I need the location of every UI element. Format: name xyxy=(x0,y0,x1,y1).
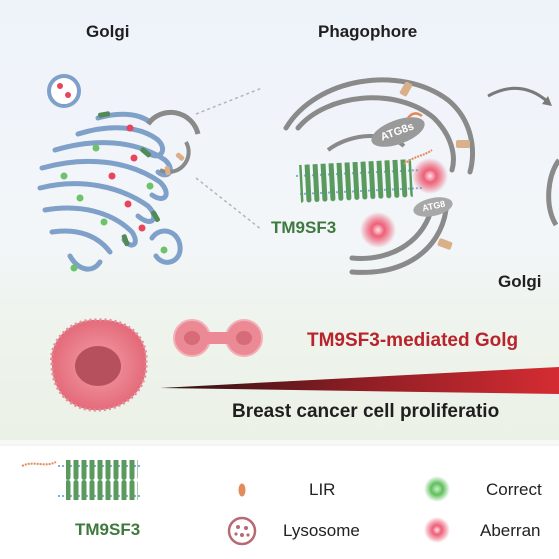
budding-vesicle xyxy=(145,109,201,176)
cancer-cell-large xyxy=(50,318,148,412)
mediated-banner-text: TM9SF3-mediated Golg xyxy=(307,330,519,351)
legend-lysosome-icon xyxy=(227,516,257,546)
legend-aberrant-icon xyxy=(424,517,450,543)
atg8-marker-small xyxy=(413,197,453,217)
golgi-title: Golgi xyxy=(86,22,130,41)
legend-correct-icon xyxy=(424,476,450,502)
proliferation-wedge xyxy=(160,367,559,394)
golgi-cargo xyxy=(60,124,168,272)
aberrant-cargo-1 xyxy=(412,158,448,194)
process-arrow xyxy=(487,86,549,104)
legend-lir-icon xyxy=(238,483,246,497)
tm9sf3-label: TM9SF3 xyxy=(271,218,337,237)
legend-aberrant-label: Aberran xyxy=(480,521,541,540)
phagophore-title: Phagophore xyxy=(318,22,418,41)
lir-pegs xyxy=(399,81,470,250)
legend-lysosome-label: Lysosome xyxy=(283,521,360,540)
dividing-cell xyxy=(173,319,263,357)
legend-tm9sf3-label: TM9SF3 xyxy=(75,520,141,539)
golgi-tm9sf3-marks xyxy=(98,111,160,247)
golgi-right-label: Golgi xyxy=(498,272,542,291)
legend-lir-label: LIR xyxy=(309,480,336,499)
golgi-vesicle-small xyxy=(47,74,81,108)
tm9sf3-helix-main xyxy=(295,149,433,203)
legend-correct-label: Correct xyxy=(486,480,542,499)
aberrant-cargo-2 xyxy=(360,212,396,248)
autophagosome-edge xyxy=(546,158,559,227)
proliferation-text: Breast cancer cell proliferatio xyxy=(232,401,500,422)
zoom-line-bottom xyxy=(195,177,263,231)
legend-tm9sf3-icon xyxy=(21,460,140,500)
phagophore-membrane xyxy=(283,77,475,275)
atg8s-marker xyxy=(371,112,425,147)
